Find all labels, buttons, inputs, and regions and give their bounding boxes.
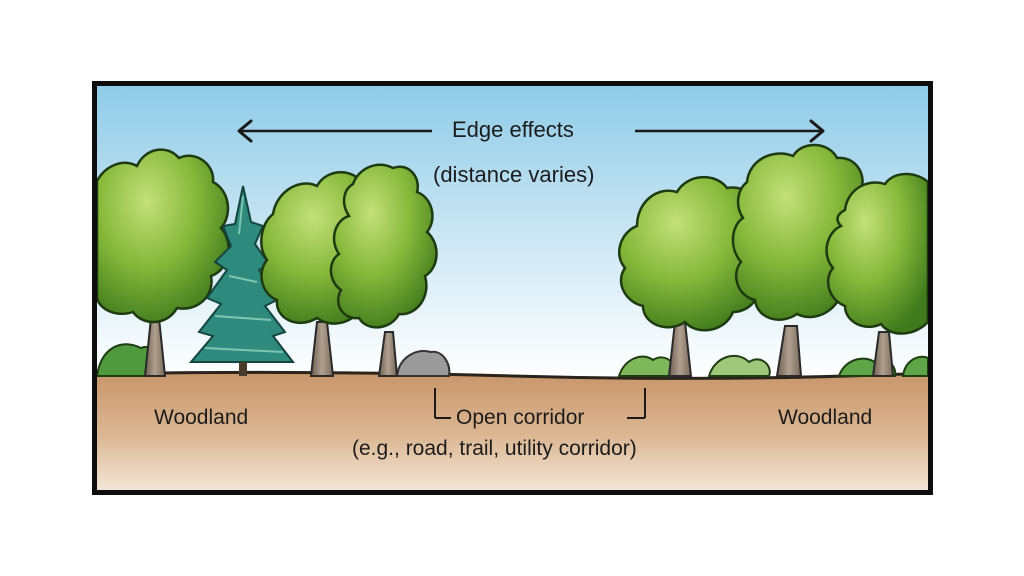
corridor-examples-label: (e.g., road, trail, utility corridor) xyxy=(352,437,637,460)
shrubs xyxy=(97,343,928,377)
rock xyxy=(395,350,451,377)
edge-effects-label: Edge effects xyxy=(452,117,574,142)
ground-line xyxy=(97,370,928,380)
ground xyxy=(97,372,928,490)
corridor-boundary-marker-icon xyxy=(627,388,646,419)
conifer-tree xyxy=(188,185,296,376)
tree-right-3 xyxy=(825,172,928,377)
arrow-left-icon xyxy=(237,119,432,143)
tree-left-1 xyxy=(97,148,230,377)
tree-right-1 xyxy=(618,175,771,377)
woodland-right-label: Woodland xyxy=(778,406,873,429)
distance-varies-label: (distance varies) xyxy=(433,162,595,187)
diagram-frame: Edge effects (distance varies) Woodland … xyxy=(92,81,933,495)
edge-effects-scene xyxy=(97,86,928,490)
tree-left-3 xyxy=(329,163,438,377)
corridor-boundary-marker-icon xyxy=(434,388,451,419)
arrow-right-icon xyxy=(635,119,825,143)
woodland-left-label: Woodland xyxy=(154,406,249,429)
open-corridor-label: Open corridor xyxy=(456,406,585,429)
